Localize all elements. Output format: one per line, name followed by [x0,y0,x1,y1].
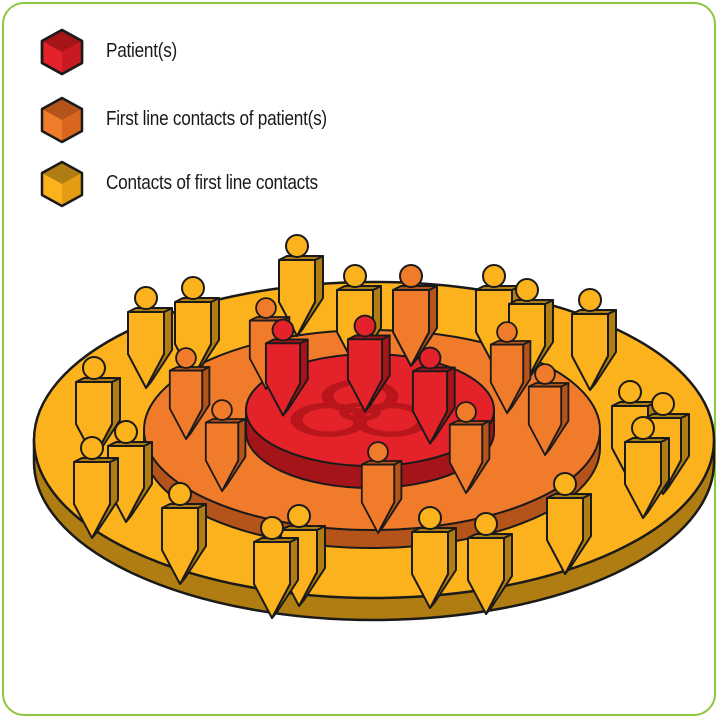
yellow-cube-icon [40,160,84,208]
second-line-contact-figure [127,286,173,389]
first-line-contact-figure [448,401,491,494]
orange-cube-icon [40,96,84,144]
legend-label-first-line: First line contacts of patient(s) [106,108,327,130]
patient-figure [264,318,309,417]
biohazard-icon [290,379,430,437]
first-line-contact-figure [527,363,570,456]
second-line-contact-figure [571,288,617,391]
patient-figure [346,314,391,413]
second-line-contact-figure [411,506,457,609]
second-line-contact-figure [75,356,121,459]
patient-figure [411,346,456,445]
second-line-contact-figure [624,416,670,519]
legend-item-second-line [38,160,86,208]
legend-label-patients: Patient(s) [106,40,178,62]
legend-item-first-line [38,96,86,144]
second-line-contact-figure [546,472,592,575]
people-figures [73,234,690,619]
first-line-contact-figure [489,321,532,414]
legend-item-patients [38,28,86,76]
legend-label-second-line: Contacts of first line contacts [106,172,318,194]
second-line-contact-figure [253,516,299,619]
first-line-contact-figure [360,441,403,534]
second-line-contact-figure [73,436,119,539]
first-line-contact-figure [204,399,247,492]
second-line-contact-figure [467,512,513,615]
first-line-contact-figure [168,347,211,440]
second-line-contact-figure [161,482,207,585]
red-cube-icon [40,28,84,76]
first-line-contact-figure [392,264,438,367]
